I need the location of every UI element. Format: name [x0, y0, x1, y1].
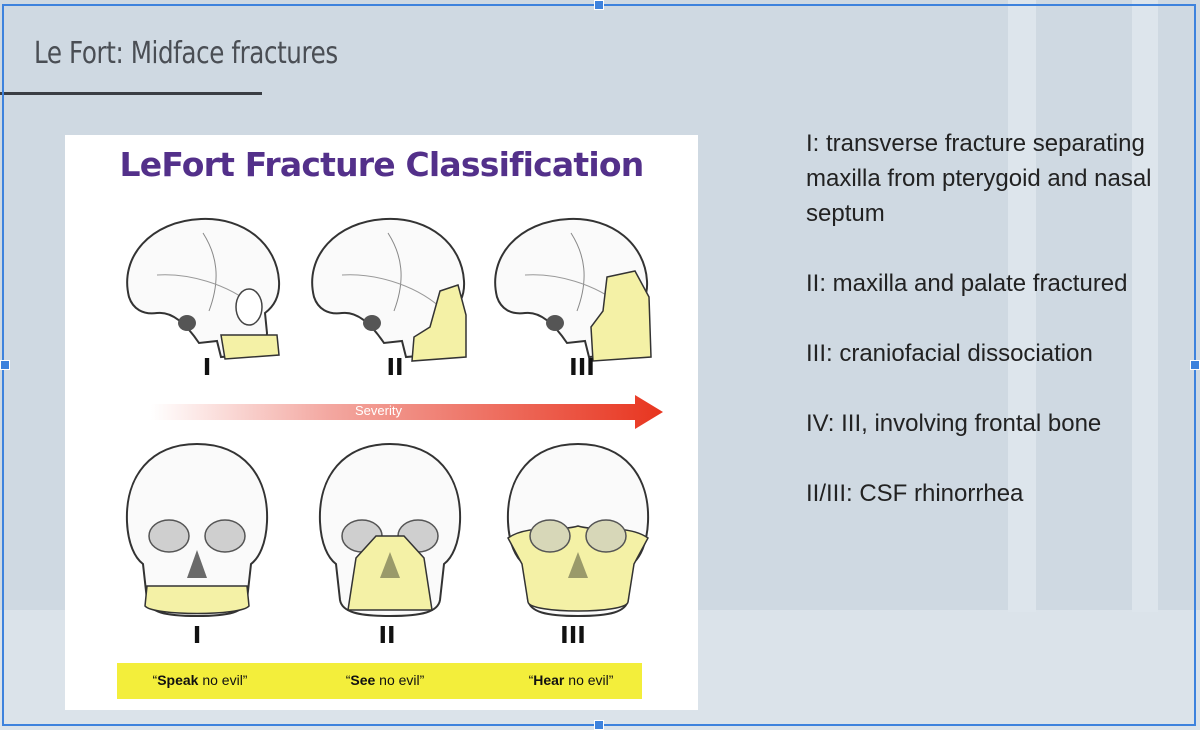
frontal-label-iii: III	[560, 623, 586, 649]
motto-bar: “Speak no evil” “See no evil” “Hear no e…	[117, 663, 642, 699]
lateral-skull-type-iii	[494, 217, 652, 362]
frontal-skull-type-i	[125, 442, 269, 618]
note-type-ii: II: maxilla and palate fractured	[806, 270, 1128, 297]
slide-title[interactable]: Le Fort: Midface fractures	[34, 36, 338, 71]
frontal-label-i: I	[192, 623, 202, 649]
background-stripe	[1132, 0, 1158, 612]
motto-see: “See no evil”	[345, 672, 425, 688]
note-csf: II/III: CSF rhinorrhea	[806, 480, 1024, 507]
resize-handle-top[interactable]	[594, 0, 604, 10]
note-type-iv: IV: III, involving frontal bone	[806, 410, 1102, 437]
lateral-skull-type-ii	[311, 217, 467, 362]
lateral-label-iii: III	[569, 355, 595, 381]
figure-heading: LeFort Fracture Classification	[119, 145, 645, 184]
frontal-skull-type-iii	[506, 442, 650, 618]
resize-handle-right[interactable]	[1190, 360, 1200, 370]
severity-label: Severity	[355, 403, 402, 418]
note-type-iii: III: craniofacial dissociation	[806, 340, 1093, 367]
resize-handle-bottom[interactable]	[594, 720, 604, 730]
lateral-label-i: I	[202, 355, 212, 381]
motto-hear: “Hear no evil”	[528, 672, 614, 688]
note-type-i: I: transverse fracture separating maxill…	[806, 130, 1152, 227]
lateral-label-ii: II	[386, 355, 404, 381]
frontal-label-ii: II	[378, 623, 396, 649]
motto-speak: “Speak no evil”	[152, 672, 248, 688]
lefort-figure-image[interactable]: LeFort Fracture Classification I II III	[65, 135, 698, 710]
background-stripe	[1008, 0, 1036, 612]
notes-text-box[interactable]: I: transverse fracture separating maxill…	[806, 126, 1196, 546]
frontal-skull-type-ii	[318, 442, 462, 618]
lateral-skull-type-i	[126, 217, 281, 360]
title-underline	[0, 92, 262, 95]
resize-handle-left[interactable]	[0, 360, 10, 370]
severity-arrow	[151, 395, 663, 429]
